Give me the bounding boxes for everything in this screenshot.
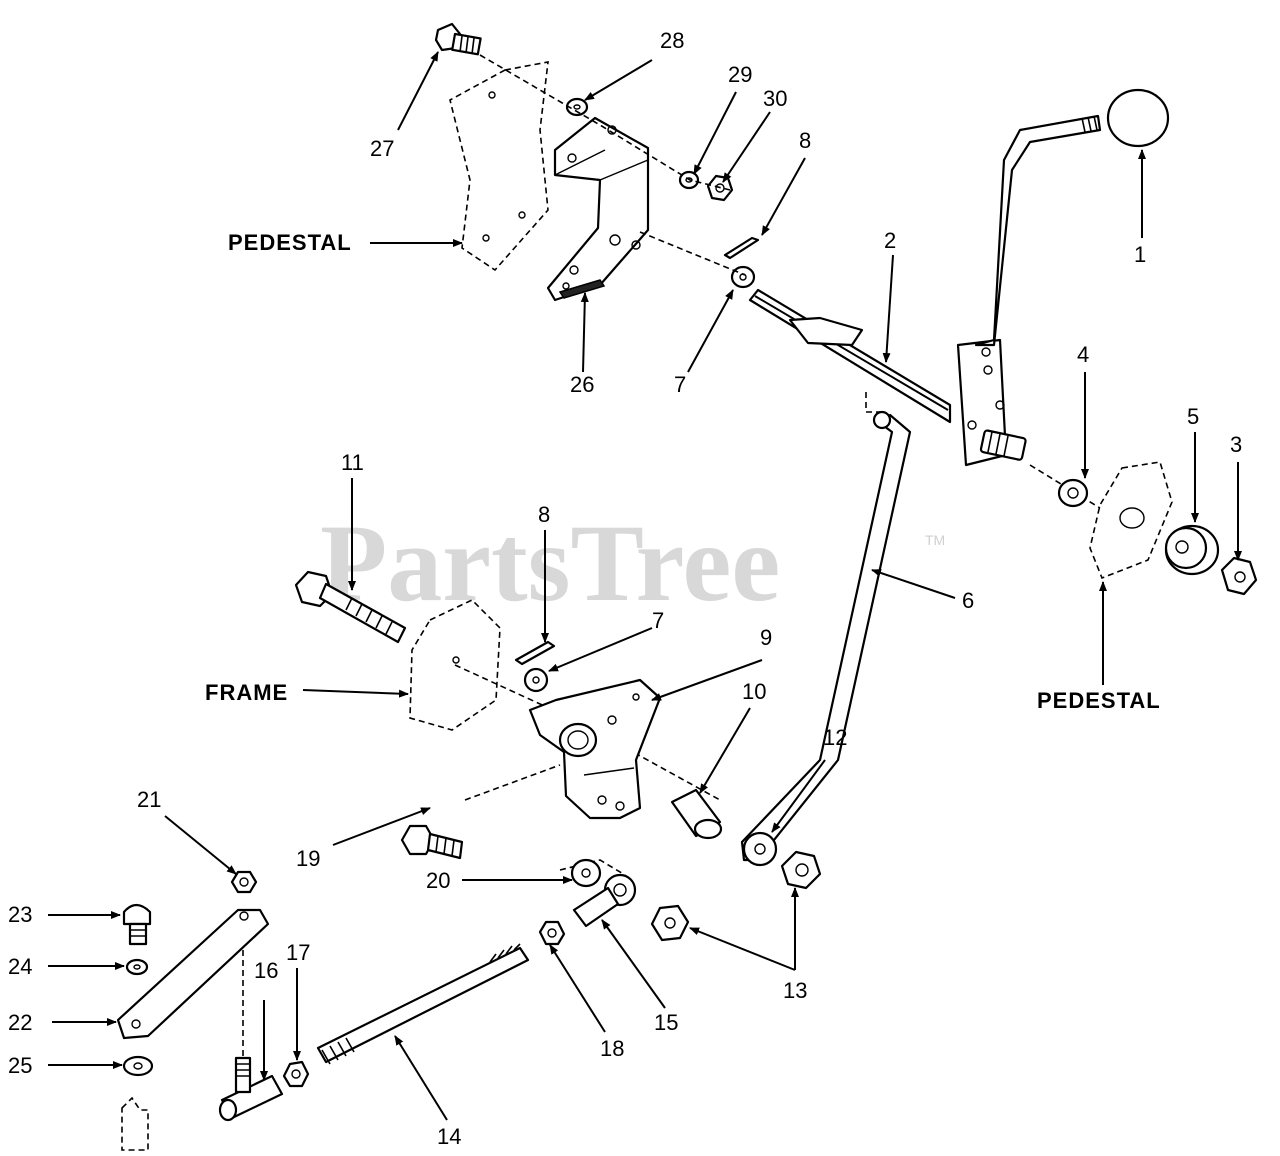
callout-27: 27: [370, 136, 394, 161]
callout-26: 26: [570, 372, 594, 397]
washer-12: [742, 831, 778, 867]
callout-9: 9: [760, 625, 772, 650]
knob-1: [1106, 88, 1170, 148]
callout-25: 25: [8, 1053, 32, 1078]
callout-7-top: 7: [674, 372, 686, 397]
bracket-26: [546, 116, 650, 302]
callout-13: 13: [783, 978, 807, 1003]
bushing-5: [1164, 524, 1220, 576]
pedestal-dashed-outline-right: [1089, 461, 1173, 580]
callout-19: 19: [296, 846, 320, 871]
swivel-16: [218, 1056, 284, 1122]
callout-6: 6: [962, 588, 974, 613]
washer-28: [565, 97, 589, 117]
callout-8-top: 8: [799, 128, 811, 153]
callout-17: 17: [286, 940, 310, 965]
bolt-11: [294, 570, 407, 644]
callout-3: 3: [1230, 432, 1242, 457]
callout-leaders: [48, 51, 1242, 1121]
callout-8-mid: 8: [538, 502, 550, 527]
cotter-pin-8-mid: [514, 640, 556, 666]
callout-5: 5: [1187, 404, 1199, 429]
dashed-fitting-bottom: [121, 1096, 149, 1151]
washer-25: [122, 1055, 154, 1077]
bolt-19: [400, 824, 464, 860]
washer-4: [1057, 478, 1089, 508]
spacer-10: [670, 788, 723, 840]
washer-7-top: [730, 265, 756, 289]
callout-11: 11: [341, 450, 364, 475]
washer-7-mid: [523, 667, 549, 693]
nut-3: [1220, 556, 1258, 596]
callout-24: 24: [8, 954, 32, 979]
callout-7-mid: 7: [652, 608, 664, 633]
callout-30: 30: [763, 86, 787, 111]
link-22: [116, 908, 270, 1040]
nut-17: [282, 1060, 310, 1088]
washer-24: [125, 958, 149, 976]
nut-13-left: [650, 904, 690, 942]
callout-1: 1: [1134, 242, 1146, 267]
callout-20: 20: [426, 868, 450, 893]
nut-18: [538, 920, 566, 946]
bracket-9: [528, 678, 662, 820]
cotter-pin-8-top: [723, 236, 760, 260]
callout-29: 29: [728, 62, 752, 87]
threaded-rod-14: [316, 943, 530, 1065]
label-frame: FRAME: [205, 680, 288, 705]
section-labels: PEDESTAL PEDESTAL FRAME: [205, 230, 1161, 713]
callout-16: 16: [254, 958, 278, 983]
label-pedestal-top: PEDESTAL: [228, 230, 352, 255]
callout-23: 23: [8, 902, 32, 927]
callout-28: 28: [660, 28, 684, 53]
bolt-27: [434, 22, 482, 56]
washer-20: [570, 858, 602, 888]
bolt-23: [122, 903, 152, 946]
label-pedestal-right: PEDESTAL: [1037, 688, 1161, 713]
callout-18: 18: [600, 1036, 624, 1061]
callout-10: 10: [742, 679, 766, 704]
nut-21: [230, 870, 258, 894]
callout-22: 22: [8, 1010, 32, 1035]
nut-13-right: [780, 850, 822, 890]
callout-14: 14: [437, 1124, 461, 1149]
callout-2: 2: [884, 228, 896, 253]
watermark-trademark: TM: [925, 532, 945, 548]
watermark-text: PartsTree: [320, 502, 780, 624]
callout-21: 21: [137, 787, 161, 812]
callout-numbers: 1 2 3 4 5 6 7 7 8 8 9 10 11 12 13 14 15 …: [8, 28, 1242, 1149]
callout-4: 4: [1077, 342, 1089, 367]
rod-end-15: [572, 873, 637, 928]
callout-12: 12: [823, 725, 847, 750]
callout-15: 15: [654, 1010, 678, 1035]
pedestal-dashed-outline-top: [449, 61, 549, 272]
frame-dashed-outline: [409, 599, 501, 731]
watermark: PartsTree TM: [320, 502, 945, 624]
shift-lever-2: [748, 114, 1102, 467]
